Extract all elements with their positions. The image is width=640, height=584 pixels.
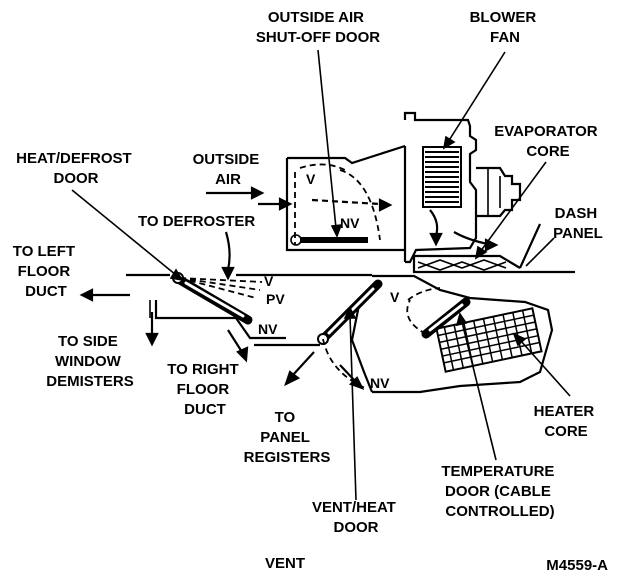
outside-air-inlet-housing [285, 144, 406, 252]
evaporator-core-fins [417, 259, 507, 271]
outside-air-nv-marker: NV [340, 215, 360, 231]
dash-panel-label: DASH PANEL [553, 205, 603, 242]
dash-panel-line [518, 223, 575, 274]
vent-heat-v-marker: V [390, 289, 400, 305]
heater-core-grid [437, 310, 540, 371]
to-panel-registers-label: TO PANEL REGISTERS [244, 409, 331, 466]
blower-housing [403, 111, 478, 264]
vent-heat-nv-marker: NV [370, 375, 390, 391]
vent-heat-door-label: VENT/HEAT DOOR [312, 499, 400, 536]
figure-id-label: M4559-A [546, 557, 608, 574]
blower-motor [476, 166, 522, 218]
temperature-door-label: TEMPERATURE DOOR (CABLE CONTROLLED) [441, 463, 558, 520]
outside-air-door-v-arc [299, 163, 381, 241]
blower-motor-detail [487, 168, 501, 216]
mode-label: VENT [265, 555, 305, 572]
heat-defrost-door-label: HEAT/DEFROST DOOR [16, 150, 136, 187]
blower-fan-blades [425, 151, 459, 203]
outside-air-v-marker: V [306, 171, 316, 187]
defrost-nv-marker: NV [258, 321, 278, 337]
to-right-floor-duct-label: TO RIGHT FLOOR DUCT [167, 361, 243, 418]
defrost-pv-marker: PV [266, 291, 285, 307]
dash-panel-pointer [525, 237, 555, 267]
to-defroster-label: TO DEFROSTER [138, 213, 255, 230]
blower-fan-label: BLOWER FAN [470, 9, 541, 46]
leader-lines [71, 49, 571, 501]
heater-core-label: HEATER CORE [534, 403, 599, 440]
outside-air-door-label: OUTSIDE AIR SHUT-OFF DOOR [256, 9, 380, 46]
floor-duct-walls [154, 300, 320, 347]
temperature-door-inner [428, 303, 464, 332]
heat-defrost-door-inner [184, 281, 245, 318]
outside-air-door-pivot [290, 234, 302, 246]
heat-defrost-door-positions [179, 277, 263, 299]
evaporator-core [412, 254, 521, 274]
outside-air-label: OUTSIDE AIR [193, 151, 264, 188]
to-left-floor-duct-label: TO LEFT FLOOR DUCT [13, 243, 79, 300]
to-side-window-label: TO SIDE WINDOW DEMISTERS [46, 333, 134, 390]
temperature-door-positions [406, 287, 441, 335]
defrost-v-marker: V [264, 273, 274, 289]
evaporator-core-label: EVAPORATOR CORE [494, 123, 602, 160]
